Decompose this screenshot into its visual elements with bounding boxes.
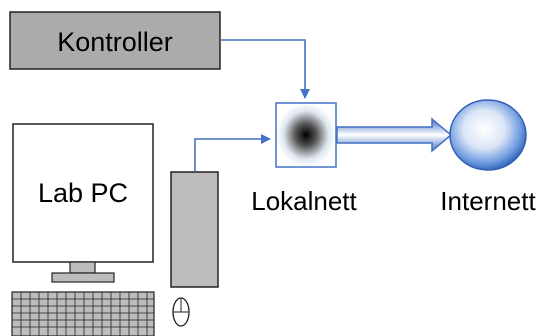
internet-label: Internett xyxy=(440,186,536,216)
controller-to-network-connector xyxy=(221,39,310,99)
controller-label: Kontroller xyxy=(57,27,173,57)
mouse-icon xyxy=(172,297,190,327)
local-network-label: Lokalnett xyxy=(251,186,357,216)
controller-box xyxy=(9,11,221,70)
hub-icon xyxy=(275,102,337,168)
monitor-icon xyxy=(12,123,154,263)
pc-to-network-connector xyxy=(194,134,271,171)
globe-icon xyxy=(449,99,527,171)
monitor-base-icon xyxy=(51,272,115,283)
network-to-internet-arrow xyxy=(336,117,453,153)
lab-pc-label: Lab PC xyxy=(38,178,128,208)
internet-node: Internett xyxy=(440,99,536,216)
keyboard-icon xyxy=(11,291,155,336)
controller-node: Kontroller xyxy=(9,11,221,70)
lab-pc-node: Lab PC xyxy=(11,123,219,336)
pc-tower-icon xyxy=(170,171,219,288)
monitor-stand-icon xyxy=(69,261,96,274)
local-network-node: Lokalnett xyxy=(251,102,358,216)
